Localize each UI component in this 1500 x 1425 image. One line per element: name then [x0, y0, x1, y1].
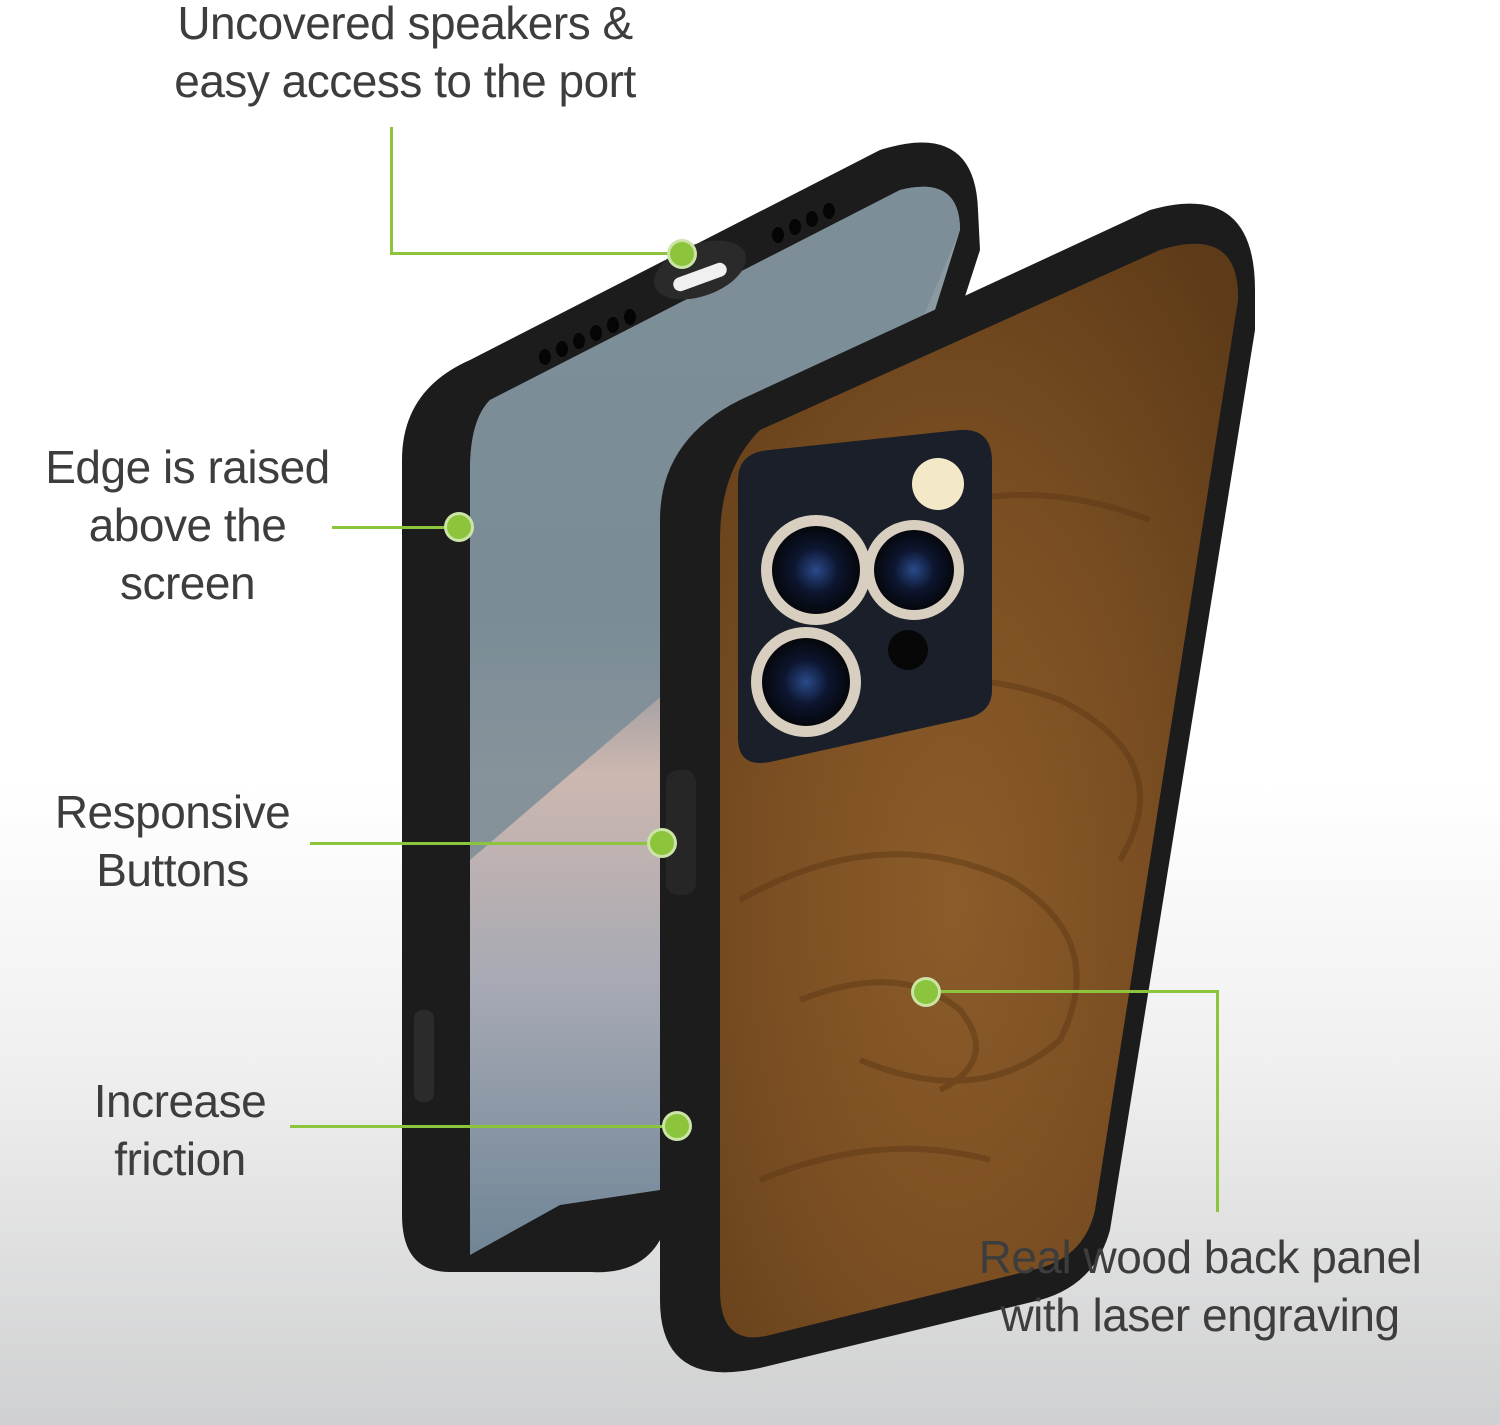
buttons-callout-line2: Buttons: [96, 844, 249, 896]
friction-marker: [662, 1111, 692, 1141]
speakers-marker: [667, 239, 697, 269]
speakers-callout-line1: Uncovered speakers &: [177, 0, 633, 49]
speakers-leader-vertical: [390, 127, 393, 255]
edge-callout-line1: Edge is raised: [45, 441, 330, 493]
wood-leader-horizontal: [926, 990, 1219, 993]
speaker-grille-icon: [539, 203, 835, 365]
edge-marker: [444, 512, 474, 542]
friction-leader: [290, 1125, 677, 1128]
edge-callout: Edge is raised above the screen: [30, 438, 345, 612]
buttons-leader: [310, 842, 662, 845]
edge-leader: [332, 526, 460, 529]
camera-module: [738, 429, 992, 763]
friction-callout: Increase friction: [60, 1072, 300, 1188]
wood-callout-line2: with laser engraving: [1000, 1289, 1400, 1341]
wood-marker: [911, 977, 941, 1007]
wood-leader-vertical: [1216, 990, 1219, 1212]
buttons-marker: [647, 828, 677, 858]
wood-callout: Real wood back panel with laser engravin…: [955, 1228, 1445, 1344]
speakers-leader-horizontal: [390, 252, 682, 255]
friction-callout-line1: Increase: [93, 1075, 267, 1127]
speakers-callout-line2: easy access to the port: [174, 55, 636, 107]
wood-callout-line1: Real wood back panel: [978, 1231, 1422, 1283]
edge-callout-line3: screen: [119, 557, 256, 609]
friction-callout-line2: friction: [114, 1133, 246, 1185]
wood-back-case: [660, 203, 1255, 1373]
edge-callout-line2: above the: [88, 499, 287, 551]
buttons-callout-line1: Responsive: [54, 786, 291, 838]
speakers-callout: Uncovered speakers & easy access to the …: [150, 0, 660, 110]
buttons-callout: Responsive Buttons: [40, 783, 305, 899]
